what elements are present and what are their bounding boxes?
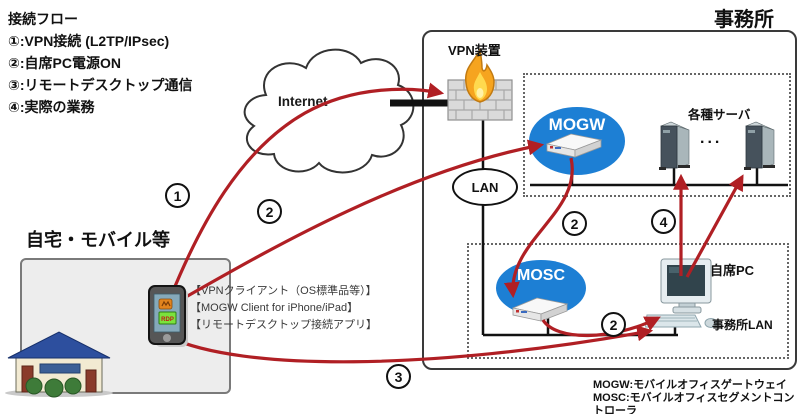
servers-ellipsis: ... xyxy=(700,130,723,147)
step-number: 2 xyxy=(265,203,274,220)
step-number: 3 xyxy=(394,368,403,385)
footnote: MOGW:モバイルオフィスゲートウェイ MOSC:モバイルオフィスセグメントコン… xyxy=(593,379,800,414)
mosc-device-icon xyxy=(511,297,569,322)
internet-label: Internet xyxy=(278,94,328,109)
office-title: 事務所 xyxy=(714,9,774,31)
server-segment-box xyxy=(523,73,791,197)
flow-legend: 接続フロー ①:VPN接続 (L2TP/IPsec) ②:自席PC電源ON ③:… xyxy=(8,8,193,118)
server-icon xyxy=(659,121,690,170)
lan-label: LAN xyxy=(471,179,499,195)
servers-label: 各種サーバ xyxy=(688,108,751,122)
vpn-device-label: VPN装置 xyxy=(448,43,501,58)
office-lan-label: 事務所LAN xyxy=(712,318,773,332)
step-marker-2c: 2 xyxy=(601,312,626,337)
step-number: 4 xyxy=(659,213,668,230)
smartphone-icon: RDP xyxy=(148,285,188,347)
footnote-mogw: MOGW:モバイルオフィスゲートウェイ xyxy=(593,379,787,391)
mogw-label: MOGW xyxy=(548,115,606,134)
mogw-device-icon xyxy=(545,133,603,158)
footnote-mosc: MOSC:モバイルオフィスセグメントコントローラ xyxy=(593,392,795,414)
desk-pc-label: 自席PC xyxy=(710,263,755,278)
flow-step: ①:VPN接続 (L2TP/IPsec) xyxy=(8,33,170,49)
client-note: 【MOGW Client for iPhone/iPad】 xyxy=(190,302,359,314)
server-icon xyxy=(744,121,775,170)
phone-rdp-label: RDP xyxy=(161,317,174,323)
lan-node: LAN xyxy=(452,168,518,206)
step-number: 1 xyxy=(173,187,182,204)
firewall-icon xyxy=(447,48,513,121)
client-note: 【リモートデスクトップ接続アプリ】 xyxy=(190,319,377,331)
step-marker-2: 2 xyxy=(257,199,282,224)
step-number: 2 xyxy=(570,215,579,232)
step-number: 2 xyxy=(609,316,618,333)
step-marker-3: 3 xyxy=(386,364,411,389)
step-marker-4: 4 xyxy=(651,209,676,234)
home-title: 自宅・モバイル等 xyxy=(26,230,170,250)
flow-step: ④:実際の業務 xyxy=(8,99,95,115)
mosc-label: MOSC xyxy=(517,267,565,284)
flow-step: ②:自席PC電源ON xyxy=(8,55,121,71)
client-notes: 【VPNクライアント（OS標準品等）】 【MOGW Client for iPh… xyxy=(190,283,377,334)
flow-legend-title: 接続フロー xyxy=(8,11,78,27)
step-marker-2b: 2 xyxy=(562,211,587,236)
flow-step: ③:リモートデスクトップ通信 xyxy=(8,77,193,93)
house-icon xyxy=(5,331,113,398)
step-marker-1: 1 xyxy=(165,183,190,208)
client-note: 【VPNクライアント（OS標準品等）】 xyxy=(190,285,377,297)
